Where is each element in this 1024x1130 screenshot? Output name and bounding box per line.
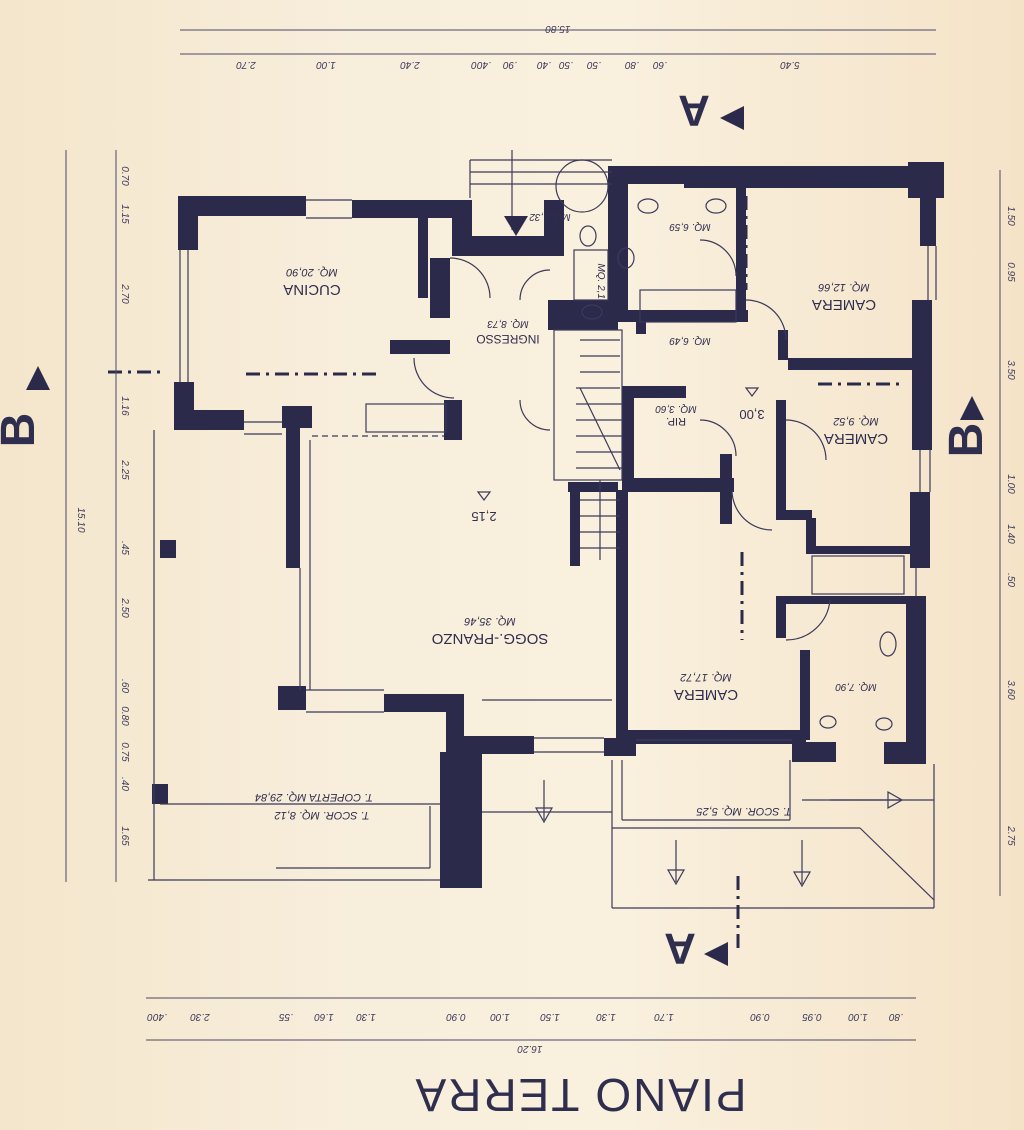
axis-lines [108, 196, 900, 950]
dim-bottom-12: 0.95 [802, 1011, 822, 1022]
dim-left-6: 2.50 [119, 597, 130, 618]
section-mark-b-right: B [940, 423, 993, 458]
room-name-camera-3: CAMERA [674, 686, 738, 703]
room-name-cucina: CUCINA [283, 281, 341, 298]
dim-bottom-14: .80 [889, 1011, 903, 1022]
small-area-bath-2: MQ. 7,90 [835, 681, 877, 692]
dim-right-5: .50 [1005, 573, 1016, 587]
small-area-bath-1: MQ. 6,59 [669, 221, 711, 232]
dim-top-8: .50 [587, 59, 601, 70]
room-area-camera-2: MQ. 9,52 [833, 415, 878, 427]
dimension-lines [65, 29, 1001, 1041]
room-name-soggiorno: SOGG.-PRANZO [432, 630, 549, 647]
dim-top-6: .40 [537, 59, 551, 70]
dim-right-2: 3.50 [1005, 360, 1016, 380]
dim-top-2: 2.40 [400, 59, 421, 70]
slope-arrows [504, 216, 904, 888]
terrace-label-1: T. SCOR. MQ. 8,12 [275, 809, 370, 821]
dim-left-10: .40 [119, 777, 130, 791]
room-name-ripostiglio: RIP. [666, 415, 686, 427]
dim-bottom-total: 16.20 [517, 1043, 542, 1054]
dim-right-3: 1.00 [1005, 474, 1016, 494]
dim-bottom-6: 0.90 [446, 1011, 466, 1022]
interior-walls [390, 186, 912, 744]
dim-bottom-0: 0 [147, 1011, 153, 1022]
fixtures [555, 159, 897, 731]
staircase [576, 339, 622, 560]
dim-bottom-5: 1.30 [356, 1011, 376, 1022]
section-mark-a-bottom: A [664, 924, 696, 973]
room-labels: CUCINA MQ. 20,90 INGRESSO MQ. 8,73 SOGG.… [255, 211, 888, 821]
terrace-label-3: T. SCOR. MQ. 5,25 [696, 805, 792, 817]
dim-left-11: 1.65 [119, 826, 130, 846]
dim-left-8: 0.80 [119, 706, 130, 726]
room-area-camera-1: MQ. 12,66 [817, 281, 869, 293]
dim-bottom-2: 2.30 [190, 1011, 211, 1022]
room-name-camera-1: CAMERA [812, 296, 876, 313]
door-swings [413, 239, 831, 641]
dim-left-4: 2.25 [119, 459, 130, 480]
small-area-entry: MQ. 1,32 [529, 211, 571, 222]
dim-left-0: 0.70 [119, 166, 130, 186]
dim-top-5: .90 [503, 59, 517, 70]
dim-left-total: 15.10 [75, 507, 86, 532]
dim-bottom-13: 1.00 [848, 1011, 868, 1022]
terrace-label-2: T. COPERTA MQ. 29,84 [255, 791, 373, 803]
room-area-ingresso: MQ. 8,73 [487, 318, 529, 329]
level-mark-1: 3,00 [739, 407, 764, 422]
dim-bottom-1: .40 [153, 1011, 167, 1022]
dim-top-0: 2.70 [236, 59, 257, 70]
dim-top-total: 15.80 [545, 23, 570, 34]
dim-top-4: .40 [477, 59, 491, 70]
room-name-ingresso: INGRESSO [476, 332, 539, 346]
dim-right-7: 2.75 [1005, 825, 1016, 846]
drawing-title: PIANO TERRA [413, 1069, 747, 1121]
dim-top-9: .80 [625, 59, 639, 70]
dim-left-5: .45 [119, 541, 130, 555]
dim-top-1: 1.00 [316, 59, 336, 70]
walls [152, 162, 944, 888]
dim-left-1: 1.15 [119, 204, 130, 224]
dim-left-2: 2.70 [119, 283, 130, 304]
dim-left-9: 0.75 [119, 742, 130, 762]
dim-bottom-7: 1.00 [490, 1011, 510, 1022]
dim-bottom-8: 1.50 [540, 1011, 560, 1022]
dim-right-1: 0.95 [1005, 262, 1016, 282]
dim-top-11: 5.40 [780, 59, 800, 70]
section-mark-b-left: B [0, 413, 45, 448]
dim-top-7: .50 [559, 59, 573, 70]
level-mark-2: 2,15 [471, 509, 496, 524]
small-area-wc: MQ. 2,16 [595, 263, 606, 305]
dim-left-7: .60 [119, 679, 130, 693]
small-area-corridor: MQ. 6,49 [669, 335, 711, 346]
room-area-ripostiglio: MQ. 3,60 [655, 403, 697, 414]
dim-bottom-9: 1.30 [596, 1011, 616, 1022]
section-markers: A A B B [0, 86, 993, 973]
dim-bottom-10: 1.70 [654, 1011, 674, 1022]
dim-right-0: 1.50 [1005, 206, 1016, 226]
dim-bottom-11: 0.90 [750, 1011, 770, 1022]
section-mark-a-top: A [678, 86, 710, 135]
dim-left-3: 1.16 [119, 396, 130, 416]
room-name-camera-2: CAMERA [824, 430, 888, 447]
dim-bottom-4: 1.60 [314, 1011, 334, 1022]
dim-right-6: 3.60 [1005, 680, 1016, 700]
dim-bottom-3: .55 [279, 1011, 293, 1022]
room-area-camera-3: MQ. 17,72 [680, 671, 731, 683]
dim-right-4: 1.40 [1005, 524, 1016, 544]
room-area-soggiorno: MQ. 35,46 [463, 615, 515, 627]
dim-top-10: .60 [653, 59, 667, 70]
dim-top-3: 0 [471, 59, 477, 70]
thin-lines [148, 150, 937, 909]
room-area-cucina: MQ. 20,90 [285, 266, 337, 278]
